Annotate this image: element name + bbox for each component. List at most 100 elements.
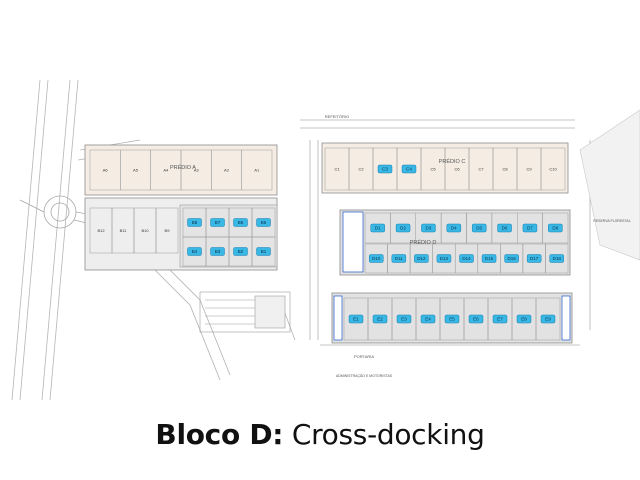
unit-label: B6 [238, 220, 244, 225]
highlight-badge [233, 247, 248, 256]
highlight-badge [548, 223, 563, 233]
unit-label: A6 [103, 168, 109, 173]
page-caption: Bloco D: Cross-docking [0, 418, 640, 451]
unit-e7: E7 [487, 297, 513, 341]
unit-label: A2 [224, 168, 230, 173]
unit-label: B2 [238, 249, 244, 254]
unit-label: B7 [215, 220, 221, 225]
unit-label: E7 [497, 317, 503, 322]
unit-cell [251, 236, 276, 267]
unit-d12: D12 [409, 243, 433, 274]
highlight-badge [401, 164, 417, 174]
highlight-badge [549, 254, 564, 263]
unit-d8: D8 [542, 212, 569, 244]
unit-label: C8 [502, 167, 508, 172]
unit-label: C3 [382, 167, 388, 172]
predio-e-dock-left [333, 295, 343, 341]
unit-label: D2 [400, 226, 406, 231]
highlight-badge [497, 223, 512, 233]
highlight-badge [396, 314, 412, 324]
unit-c10: C10 [540, 147, 566, 191]
unit-a1: A1 [241, 149, 273, 191]
unit-cell [542, 212, 569, 244]
unit-label: D12 [417, 256, 426, 261]
highlight-badge [446, 223, 462, 233]
unit-cell [535, 297, 561, 341]
unit-label: A5 [133, 168, 139, 173]
unit-label: E2 [377, 317, 383, 322]
highlight-badge [436, 254, 452, 263]
predio-a-top-units: A6 A5 A4 A3 A2 A1 [89, 149, 273, 191]
unit-cell [545, 243, 569, 274]
unit-label: C9 [526, 167, 532, 172]
unit-b9: B9 [155, 207, 179, 254]
unit-cell [241, 149, 273, 191]
unit-d18: D18 [545, 243, 569, 274]
unit-label: A3 [194, 168, 200, 173]
unit-label: C4 [406, 167, 412, 172]
unit-label: D14 [462, 256, 471, 261]
unit-label: C6 [454, 167, 460, 172]
highway [11, 79, 79, 401]
unit-label: B1 [261, 249, 267, 254]
unit-d15: D15 [477, 243, 501, 274]
highlight-badge [421, 223, 436, 233]
unit-e8: E8 [511, 297, 537, 341]
unit-b1: B1 [251, 236, 276, 267]
unit-d14: D14 [454, 243, 479, 274]
unit-d1: D1 [364, 212, 391, 244]
predio-d-dock-strip [342, 211, 364, 273]
unit-label: D15 [485, 256, 494, 261]
unit-label: E3 [401, 317, 407, 322]
unit-label: E6 [473, 317, 479, 322]
unit-label: D5 [476, 226, 482, 231]
highlight-badge [233, 218, 248, 227]
unit-label: D10 [372, 256, 381, 261]
parking-area [199, 291, 291, 333]
predio-e-dock-right [561, 295, 571, 341]
unit-label: A1 [254, 168, 260, 173]
highlight-badge [540, 314, 556, 324]
unit-e4: E4 [415, 297, 441, 341]
highlight-badge [369, 254, 384, 263]
highlight-badge [187, 218, 202, 227]
unit-label: D6 [502, 226, 508, 231]
highlight-badge [492, 314, 508, 324]
highlight-badge [187, 247, 202, 256]
forest-reserve-area [579, 109, 640, 261]
highlight-badge [471, 223, 487, 233]
unit-label: B11 [120, 228, 128, 233]
unit-label: C2 [358, 167, 364, 172]
highlight-badge [468, 314, 484, 324]
highlight-badge [414, 254, 429, 263]
unit-d3: D3 [415, 212, 442, 244]
highlight-badge [526, 254, 542, 263]
unit-d4: D4 [440, 212, 467, 244]
unit-label: B3 [215, 249, 221, 254]
unit-label: E8 [521, 317, 527, 322]
unit-e1: E1 [343, 297, 369, 341]
highlight-badge [348, 314, 364, 324]
unit-b3: B3 [205, 236, 230, 267]
highlight-badge [522, 223, 538, 233]
highlight-badge [210, 247, 225, 256]
unit-label: B8 [192, 220, 198, 225]
label-portaria: PORTARIA [354, 354, 374, 359]
unit-label: D17 [530, 256, 539, 261]
label-refeitorio: REFEITÓRIO [325, 114, 349, 119]
unit-label: E5 [449, 317, 455, 322]
unit-label: E1 [353, 317, 359, 322]
highlight-badge [504, 254, 519, 263]
unit-label: B12 [97, 228, 105, 233]
unit-label: A4 [163, 168, 169, 173]
unit-b5: B5 [251, 207, 276, 238]
unit-label: B10 [141, 228, 149, 233]
highlight-badge [420, 314, 436, 324]
